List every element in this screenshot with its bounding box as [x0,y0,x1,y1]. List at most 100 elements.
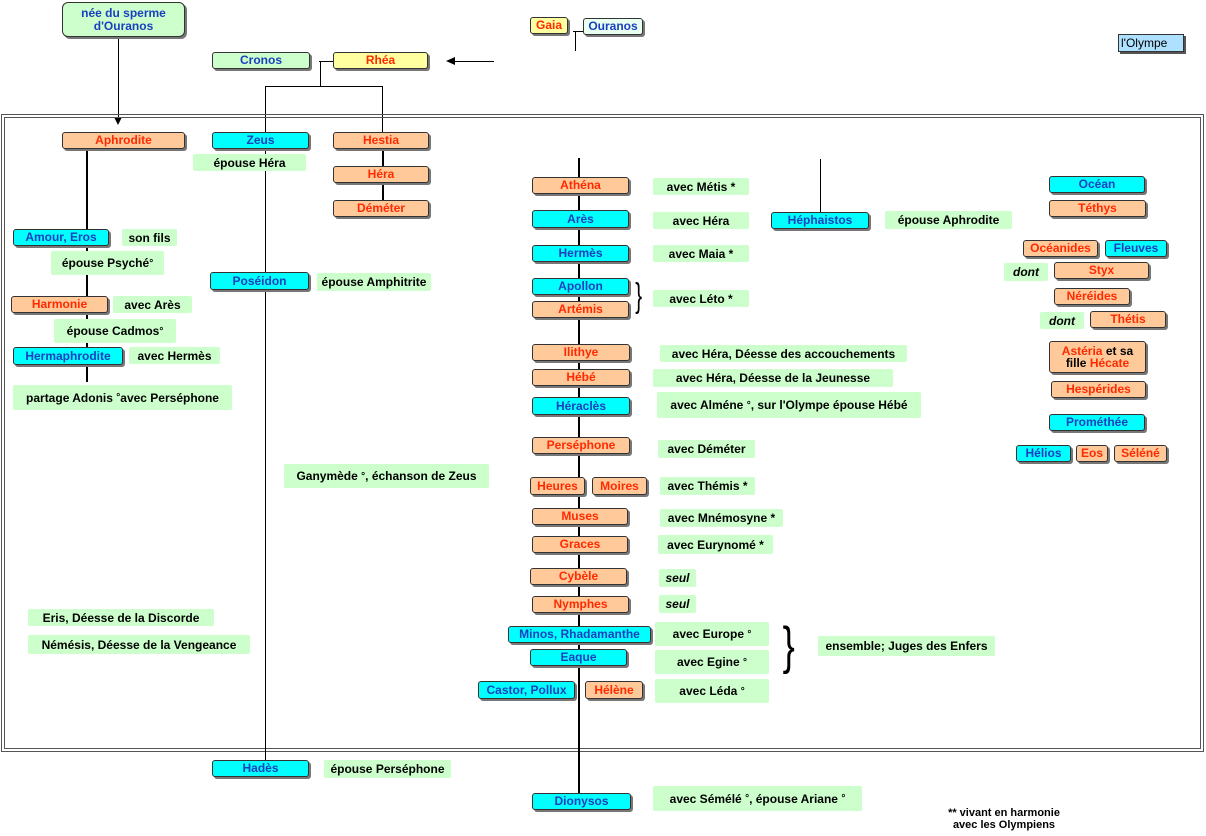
ilithye-box: Ilithye [532,344,630,361]
muses-note-text: avec Mnémosyne * [667,511,776,525]
styx-label: Styx [1088,263,1115,277]
aphrodite-label: Aphrodite [95,133,152,147]
themis-note-text: avec Thémis * [667,479,748,493]
adonis-note: partage Adonis °avec Perséphone [13,385,232,410]
graces-label: Graces [559,537,601,551]
athena-note: avec Métis * [653,178,749,195]
harmonie-note: avec Arès [113,296,192,313]
degree-mark: ° [747,628,752,640]
psyche-note: épouse Psyché° [51,251,164,275]
hestia-label: Hestia [362,133,400,147]
hera-label: Héra [367,167,395,181]
persephone-note: avec Déméter [658,440,755,458]
fleuves-label: Fleuves [1113,241,1159,255]
thetis-label: Thétis [1110,312,1146,326]
olympus-frame [1,114,1204,752]
eos-box: Eos [1076,445,1108,462]
juges-note: ensemble; Juges des Enfers [818,636,995,656]
legend-olympe: l'Olympe [1118,34,1184,52]
connector [573,31,583,32]
nymphes-note-text: seul [665,597,690,611]
hermaphrodite-note-text: avec Hermès [137,348,212,363]
degree-mark: ° [116,392,121,403]
asteria-line1: Astéria et sa [1062,345,1133,357]
ganymede-text: Ganymède [296,469,358,483]
helene-label: Hélène [594,682,634,697]
gaia-box: Gaia [530,17,568,34]
ilithye-label: Ilithye [563,345,599,359]
eris-text: Eris, Déesse de la Discorde [42,610,200,625]
connector [265,148,266,760]
footnote-line1: ** vivant en harmonie [948,807,1060,819]
asteria-name: Astéria [1061,344,1103,358]
hebe-note-text: avec Héra, Déesse de la Jeunesse [675,371,871,385]
persephone-box: Perséphone [532,437,630,454]
cybele-note-text: seul [665,571,690,585]
connector [575,31,576,51]
europe-text: avec Europe [672,627,745,641]
selene-box: Séléné [1114,445,1167,462]
adonis-text-b: avec Perséphone [120,390,219,405]
asteria-fille: fille [1065,356,1087,370]
zeus-note-text: épouse Héra [213,155,286,170]
thetis-box: Thétis [1090,311,1166,328]
leto-note-text: avec Léto * [669,291,733,306]
cybele-note: seul [659,569,696,587]
styx-box: Styx [1054,262,1149,279]
juges-note-text: ensemble; Juges des Enfers [825,639,988,653]
egine-text: avec Egine [676,655,740,669]
degree-mark: ° [361,470,366,482]
connector [320,61,321,87]
selene-label: Séléné [1121,446,1160,460]
olympus-frame-inner [4,117,1201,749]
moires-label: Moires [600,478,639,493]
leda-note: avec Léda ° [655,679,769,703]
hermaphrodite-note: avec Hermès [129,347,220,364]
helios-box: Hélios [1016,445,1071,462]
muses-note: avec Mnémosyne * [660,509,783,527]
psyche-text: épouse Psyché [61,256,150,270]
hephaistos-label: Héphaistos [787,213,853,227]
nereides-box: Néréides [1054,288,1130,305]
hermaphrodite-box: Hermaphrodite [13,347,123,365]
hebe-note: avec Héra, Déesse de la Jeunesse [653,369,893,387]
harmonie-label: Harmonie [31,297,88,311]
heracles-text: avec Alméne [670,398,744,412]
europe-note: avec Europe ° [655,622,769,646]
graces-note: avec Eurynomé * [658,535,773,554]
eos-label: Eos [1080,446,1103,460]
dionysos-box: Dionysos [532,793,631,810]
ilithye-note: avec Héra, Déesse des accouchements [660,345,907,362]
degree-mark: ° [159,325,164,337]
heracles-note: avec Alméne °, sur l'Olympe épouse Hébé [657,392,921,418]
rhea-box: Rhéa [333,52,428,69]
dionysos-text-b: , épouse Ariane [749,791,838,806]
hermaphrodite-label: Hermaphrodite [25,348,111,363]
connector [455,61,494,62]
demeter-label: Déméter [356,201,406,215]
poseidon-note: épouse Amphitrite [317,273,431,291]
hermes-note-text: avec Maia * [668,246,734,261]
cronos-label: Cronos [240,53,282,67]
heracles-text-b: , sur l'Olympe épouse Hébé [750,398,908,412]
hesperides-label: Hespérides [1066,382,1131,396]
castor-box: Castor, Pollux [478,681,575,699]
eaque-box: Eaque [530,649,627,666]
minos-label: Minos, Rhadamanthe [519,627,640,641]
zeus-note: épouse Héra [193,154,306,171]
nymphes-box: Nymphes [532,596,629,613]
hades-note-text: épouse Perséphone [330,762,445,776]
hebe-box: Hébé [532,369,630,386]
artemis-label: Artémis [558,302,603,316]
heures-box: Heures [530,477,585,495]
connector [118,37,119,119]
rhea-label: Rhéa [365,53,396,67]
dionysos-label: Dionysos [554,794,609,808]
dont-note: dont [1040,312,1084,329]
poseidon-label: Poséidon [232,273,287,288]
connector [265,86,266,134]
origin-box: née du sperme d'Ouranos [62,2,185,37]
ocean-label: Océan [1078,177,1116,191]
eris-note: Eris, Déesse de la Discorde [28,609,214,626]
brace-icon: } [635,277,643,315]
